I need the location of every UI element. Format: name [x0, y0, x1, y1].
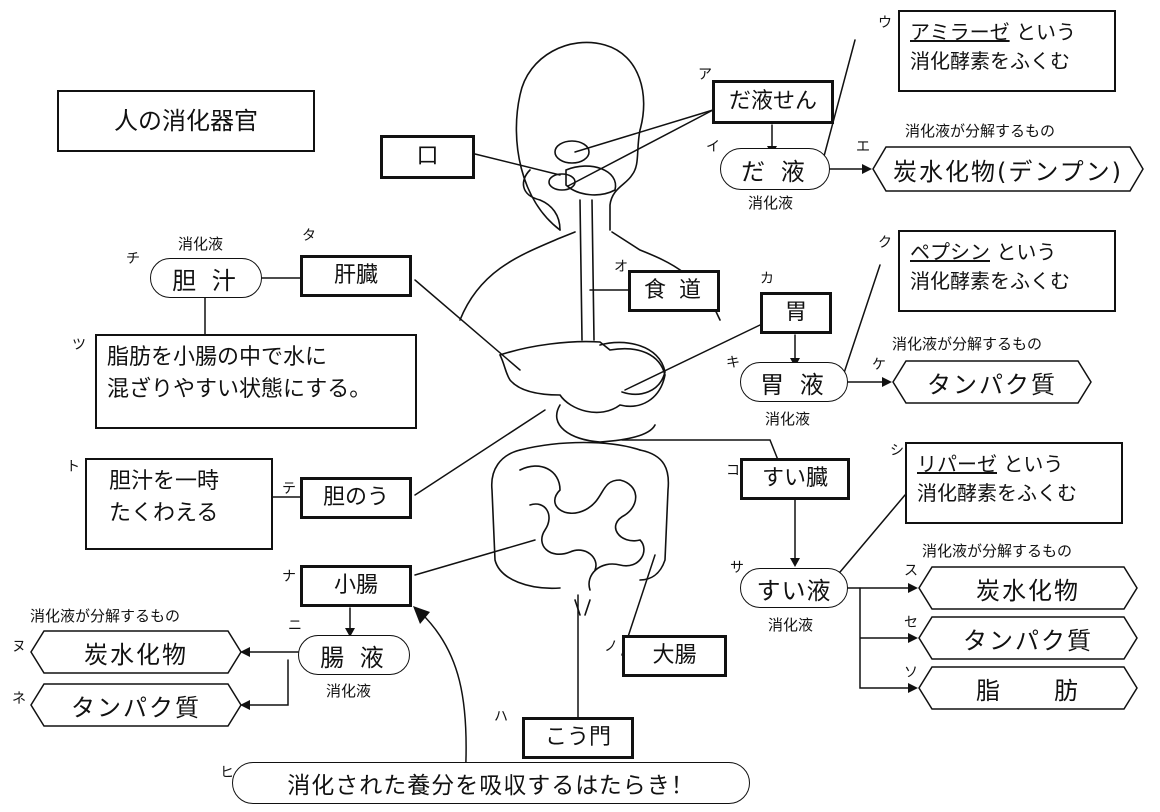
marker-te: テ: [282, 481, 296, 497]
gallbladder-note-line2: たくわえる: [109, 500, 219, 526]
intestinal-caption: 消化液: [326, 682, 372, 700]
mouth-label: 口: [380, 135, 475, 179]
pepsin-box: ペプシン という 消化酵素をふくむ: [898, 230, 1116, 312]
marker-no: ノ: [604, 639, 618, 655]
amylase-rest: という: [1009, 20, 1076, 44]
anus-label: こう門: [522, 717, 634, 759]
marker-ne: ネ: [12, 691, 26, 707]
small-intestine-label: 小腸: [300, 565, 412, 607]
decompose-caption-pancreatic: 消化液が分解するもの: [922, 542, 1073, 560]
liver-label: 肝臓: [300, 255, 412, 297]
pancreatic-caption: 消化液: [768, 616, 814, 634]
pancreas-label: すい臓: [740, 458, 850, 500]
pepsin-name: ペプシン: [910, 240, 990, 264]
marker-u: ウ: [878, 15, 892, 31]
bile-juice: 胆 汁: [150, 258, 262, 298]
enzyme-line2: 消化酵素をふくむ: [917, 481, 1077, 505]
marker-chi: チ: [126, 251, 140, 267]
amylase-name: アミラーゼ: [910, 20, 1010, 44]
saliva-caption: 消化液: [748, 194, 794, 212]
gastric-juice: 胃 液: [740, 362, 848, 402]
gallbladder-function-note: 胆汁を一時 たくわえる: [85, 458, 273, 550]
marker-ha: ハ: [494, 709, 508, 725]
decompose-caption-saliva: 消化液が分解するもの: [905, 122, 1056, 140]
marker-so: ソ: [904, 665, 918, 681]
nutrient-fat-label: 脂 肪: [976, 676, 1080, 705]
decompose-caption-gastric: 消化液が分解するもの: [892, 335, 1043, 353]
marker-shi: シ: [890, 443, 904, 459]
marker-ta: タ: [302, 228, 316, 244]
marker-su: ス: [904, 563, 918, 579]
lipase-name: リパーゼ: [917, 452, 997, 476]
nutrient-carbs-intestinal: 炭水化物: [30, 630, 242, 674]
intestinal-juice: 腸 液: [298, 635, 410, 675]
marker-ka: カ: [760, 271, 774, 287]
marker-nu: ヌ: [12, 639, 26, 655]
nutrient-protein-gastric: タンパク質: [892, 360, 1092, 404]
amylase-box: アミラーゼ という 消化酵素をふくむ: [898, 10, 1116, 92]
esophagus-label: 食 道: [628, 270, 720, 312]
lipase-box: リパーゼ という 消化酵素をふくむ: [905, 442, 1123, 524]
bile-note-line1: 脂肪を小腸の中で水に: [107, 345, 328, 370]
pancreatic-juice: すい液: [740, 568, 848, 608]
gallbladder-note-line1: 胆汁を一時: [109, 469, 220, 494]
lipase-rest: という: [997, 452, 1064, 476]
nutrient-carbs-pancreatic: 炭水化物: [918, 566, 1138, 610]
page-title: 人の消化器官: [57, 90, 315, 152]
marker-se: セ: [904, 615, 918, 631]
bile-note-line2: 混ざりやすい状態にする。: [107, 376, 372, 402]
bile-caption: 消化液: [178, 235, 224, 253]
salivary-gland-label: だ液せん: [712, 80, 834, 124]
decompose-caption-intestinal: 消化液が分解するもの: [30, 607, 181, 625]
nutrient-carbs-label: 炭水化物: [84, 640, 188, 669]
marker-ko: コ: [726, 463, 740, 479]
marker-ku: ク: [878, 235, 892, 251]
nutrient-protein-label: タンパク質: [71, 693, 201, 722]
nutrient-fat-pancreatic: 脂 肪: [918, 666, 1138, 710]
marker-i: イ: [706, 139, 720, 155]
marker-tsu: ツ: [72, 337, 86, 353]
pepsin-rest: という: [990, 240, 1057, 264]
marker-sa: サ: [730, 560, 744, 576]
stomach-label: 胃: [760, 292, 832, 334]
nutrient-protein-label: タンパク質: [963, 626, 1093, 655]
marker-to: ト: [66, 459, 80, 475]
marker-ke: ケ: [872, 357, 886, 373]
absorption-note: 消化された養分を吸収するはたらき！: [232, 762, 750, 804]
saliva-juice: だ 液: [720, 148, 830, 190]
marker-a: ア: [698, 67, 712, 83]
nutrient-carbs-label: 炭水化物: [976, 576, 1080, 605]
nutrient-protein-label: タンパク質: [927, 370, 1057, 399]
bile-function-note: 脂肪を小腸の中で水に 混ざりやすい状態にする。: [95, 334, 417, 429]
nutrient-protein-pancreatic: タンパク質: [918, 616, 1138, 660]
marker-e: エ: [856, 139, 870, 155]
nutrient-protein-intestinal: タンパク質: [30, 683, 242, 727]
body-illustration: [459, 41, 721, 616]
marker-hi: ヒ: [220, 765, 234, 781]
marker-na: ナ: [282, 569, 296, 585]
marker-ki: キ: [726, 355, 740, 371]
nutrient-starch-label: 炭水化物(デンプン): [892, 157, 1123, 186]
enzyme-line2: 消化酵素をふくむ: [910, 49, 1070, 73]
marker-o: オ: [614, 259, 628, 275]
large-intestine-label: 大腸: [622, 635, 727, 677]
nutrient-starch: 炭水化物(デンプン): [872, 146, 1144, 192]
enzyme-line2: 消化酵素をふくむ: [910, 269, 1070, 293]
gastric-caption: 消化液: [765, 410, 811, 428]
gallbladder-label: 胆のう: [300, 477, 412, 519]
marker-ni: ニ: [288, 618, 302, 634]
